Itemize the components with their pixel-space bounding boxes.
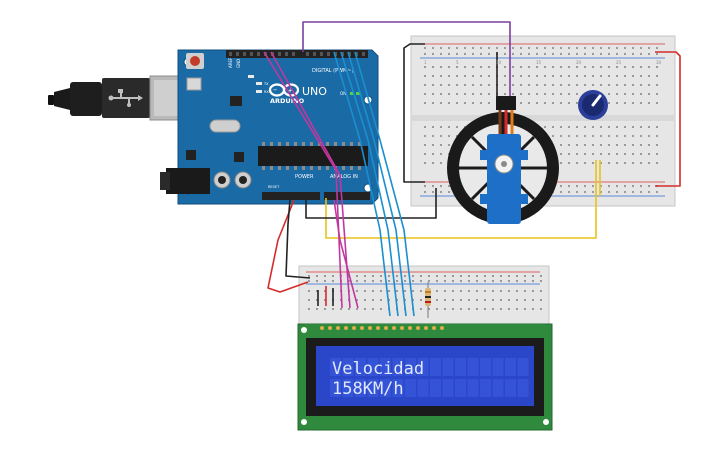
digital-header	[226, 50, 368, 58]
digital-label: DIGITAL (PWM~)	[312, 68, 354, 74]
breadboard-number: 1	[424, 60, 427, 65]
wire-black-right	[403, 43, 425, 183]
breadboard-number: 25	[616, 60, 622, 65]
wire-purple	[302, 21, 511, 96]
wire-black-gnd	[305, 188, 437, 219]
svg-text:−: −	[273, 88, 277, 94]
aref-label: AREF	[228, 57, 233, 68]
analog-label: ANALOG IN	[330, 174, 358, 180]
gnd-label: GND	[236, 59, 241, 68]
breadboard-number: 10	[496, 60, 502, 65]
wire-blue-3	[347, 51, 407, 317]
on-label: ON	[340, 91, 346, 96]
power-jack	[166, 168, 210, 194]
wire-black-lcd	[285, 199, 311, 279]
power-header	[262, 192, 320, 200]
power-label: POWER	[295, 174, 314, 180]
breadboard-number: 15	[536, 60, 542, 65]
arduino-model: UNO	[302, 85, 327, 98]
atmega-chip	[258, 146, 368, 166]
lcd-line-1: Velocidad	[332, 359, 424, 379]
tx-label: TX	[263, 82, 269, 86]
usb-icon	[108, 89, 143, 107]
svg-text:+: +	[288, 88, 292, 94]
wires	[263, 21, 681, 317]
wire-blue-2	[340, 51, 399, 317]
wire-red-lcd	[267, 199, 309, 293]
wire-blue-1	[333, 51, 391, 317]
arduino-board[interactable]: DIGITAL (PWM~) AREF GND TX RX − + ARDUIN…	[160, 49, 379, 205]
usb-plug	[48, 75, 199, 121]
resistor	[425, 282, 431, 318]
breadboard-number: 20	[576, 60, 582, 65]
servo-motor[interactable]	[480, 96, 528, 224]
breadboard-number: 5	[456, 60, 459, 65]
lcd-module[interactable]: Velocidad 158KM/h	[297, 323, 553, 431]
potentiometer[interactable]	[578, 90, 608, 120]
breadboard-lcd	[298, 265, 550, 325]
wire-blue-4	[354, 51, 415, 317]
lcd-line-2: 158KM/h	[332, 379, 404, 399]
arduino-brand: ARDUINO	[270, 97, 305, 105]
wire-magenta-1	[263, 51, 343, 309]
wire-red-right	[655, 51, 681, 187]
analog-header	[324, 192, 370, 200]
lcd-character-grid	[330, 358, 529, 397]
breadboard-number: 30	[656, 60, 662, 65]
wire-magenta-3	[333, 199, 359, 309]
rx-label: RX	[264, 90, 269, 94]
reset-pin-label: RESET	[268, 185, 280, 189]
